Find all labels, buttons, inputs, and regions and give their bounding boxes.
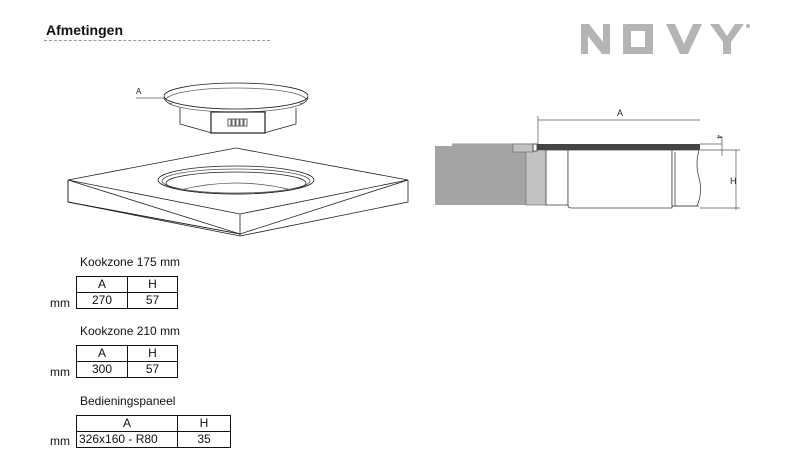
header-a: A: [76, 415, 178, 432]
dimensions-table-kookzone-175: A H 270 57: [76, 276, 178, 309]
value-a: 300: [76, 361, 128, 378]
header-h: H: [127, 345, 178, 362]
value-a: 270: [76, 292, 128, 309]
dimension-h-label: H: [730, 176, 737, 186]
value-h: 57: [127, 361, 178, 378]
value-h: 57: [127, 292, 178, 309]
header-h: H: [177, 415, 231, 432]
header-h: H: [127, 276, 178, 293]
table-title-kookzone-210: Kookzone 210 mm: [80, 324, 181, 338]
table-title-bedieningspaneel: Bedieningspaneel: [80, 394, 176, 408]
dimension-a-label: A: [136, 87, 142, 96]
table-title-kookzone-175: Kookzone 175 mm: [80, 255, 181, 269]
novy-logo: [581, 24, 750, 54]
dimension-lip-label: 4: [715, 135, 722, 139]
dimensions-table-kookzone-210: A H 300 57: [76, 345, 178, 378]
unit-label: mm: [50, 434, 70, 448]
section-drawing: A H 4: [435, 108, 740, 210]
title-divider: [44, 40, 270, 41]
value-a: 326x160 - R80: [76, 431, 178, 448]
unit-label: mm: [50, 296, 70, 310]
page-title: Afmetingen: [46, 22, 123, 38]
dimension-a-label: A: [617, 108, 623, 118]
header-a: A: [76, 345, 128, 362]
isometric-drawing: A: [67, 82, 409, 237]
header-a: A: [76, 276, 128, 293]
dimensions-table-bedieningspaneel: A H 326x160 - R80 35: [76, 415, 231, 448]
unit-label: mm: [50, 365, 70, 379]
value-h: 35: [177, 431, 231, 448]
